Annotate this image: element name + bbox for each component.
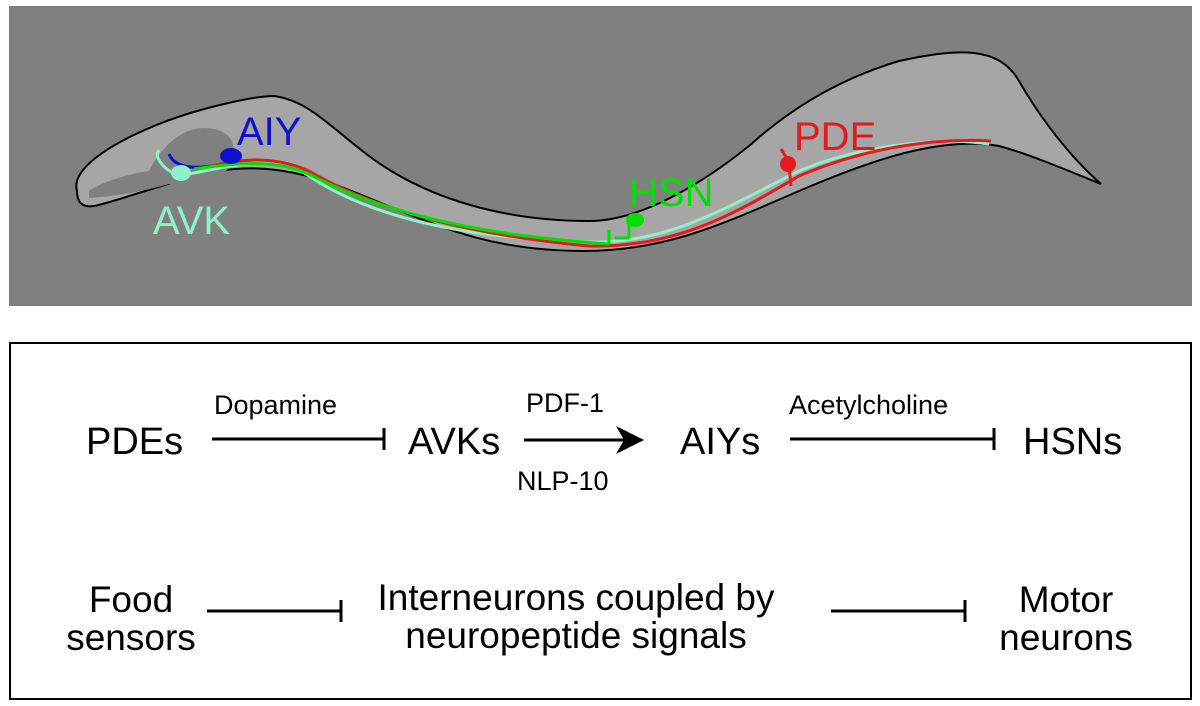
edge-interneuron-inhibit — [831, 600, 967, 622]
pde-label: PDE — [794, 115, 877, 159]
interneurons-line2: neuropeptide signals — [405, 615, 747, 656]
interneurons-block: Interneurons coupled by neuropeptide sig… — [351, 579, 801, 655]
worm-schematic-panel: AIY AVK HSN PDE — [9, 6, 1192, 306]
aiy-soma — [220, 148, 242, 164]
food-sensors-line1: Food — [88, 579, 174, 620]
node-aiys: AIYs — [680, 421, 761, 463]
label-pdf-1: PDF-1 — [526, 388, 605, 418]
hsn-soma — [626, 213, 644, 227]
edge-food-inhibit — [207, 600, 343, 622]
pde-axon — [203, 138, 992, 248]
food-sensors-line2: sensors — [66, 617, 196, 658]
hsn-axon — [193, 162, 610, 246]
label-acetylcholine: Acetylcholine — [789, 390, 949, 420]
food-sensors: Food sensors — [56, 581, 206, 657]
motor-neurons-line2: neurons — [999, 617, 1133, 658]
label-dopamine: Dopamine — [214, 390, 338, 420]
node-pdes: PDEs — [86, 421, 184, 463]
label-nlp-10: NLP-10 — [517, 466, 609, 496]
motor-neurons: Motor neurons — [986, 581, 1146, 657]
aiy-label: AIY — [237, 110, 302, 154]
edge-acetylcholine-inhibit — [790, 428, 996, 450]
pde-soma — [780, 156, 796, 172]
avk-soma — [171, 165, 191, 181]
node-avks: AVKs — [408, 421, 501, 463]
hsn-label: HSN — [629, 171, 714, 215]
motor-neurons-line1: Motor — [1018, 579, 1114, 620]
hsn-branch — [607, 230, 629, 244]
edge-dopamine-inhibit — [212, 428, 386, 450]
edge-neuropeptide-arrow — [524, 426, 644, 454]
interneurons-line1: Interneurons coupled by — [377, 577, 775, 618]
node-hsns: HSNs — [1023, 421, 1123, 463]
worm-diagram — [75, 51, 1102, 253]
pathway-panel: PDEs AVKs AIYs HSNs Dopamine PDF-1 NLP-1… — [9, 342, 1192, 700]
avk-label: AVK — [153, 199, 231, 243]
